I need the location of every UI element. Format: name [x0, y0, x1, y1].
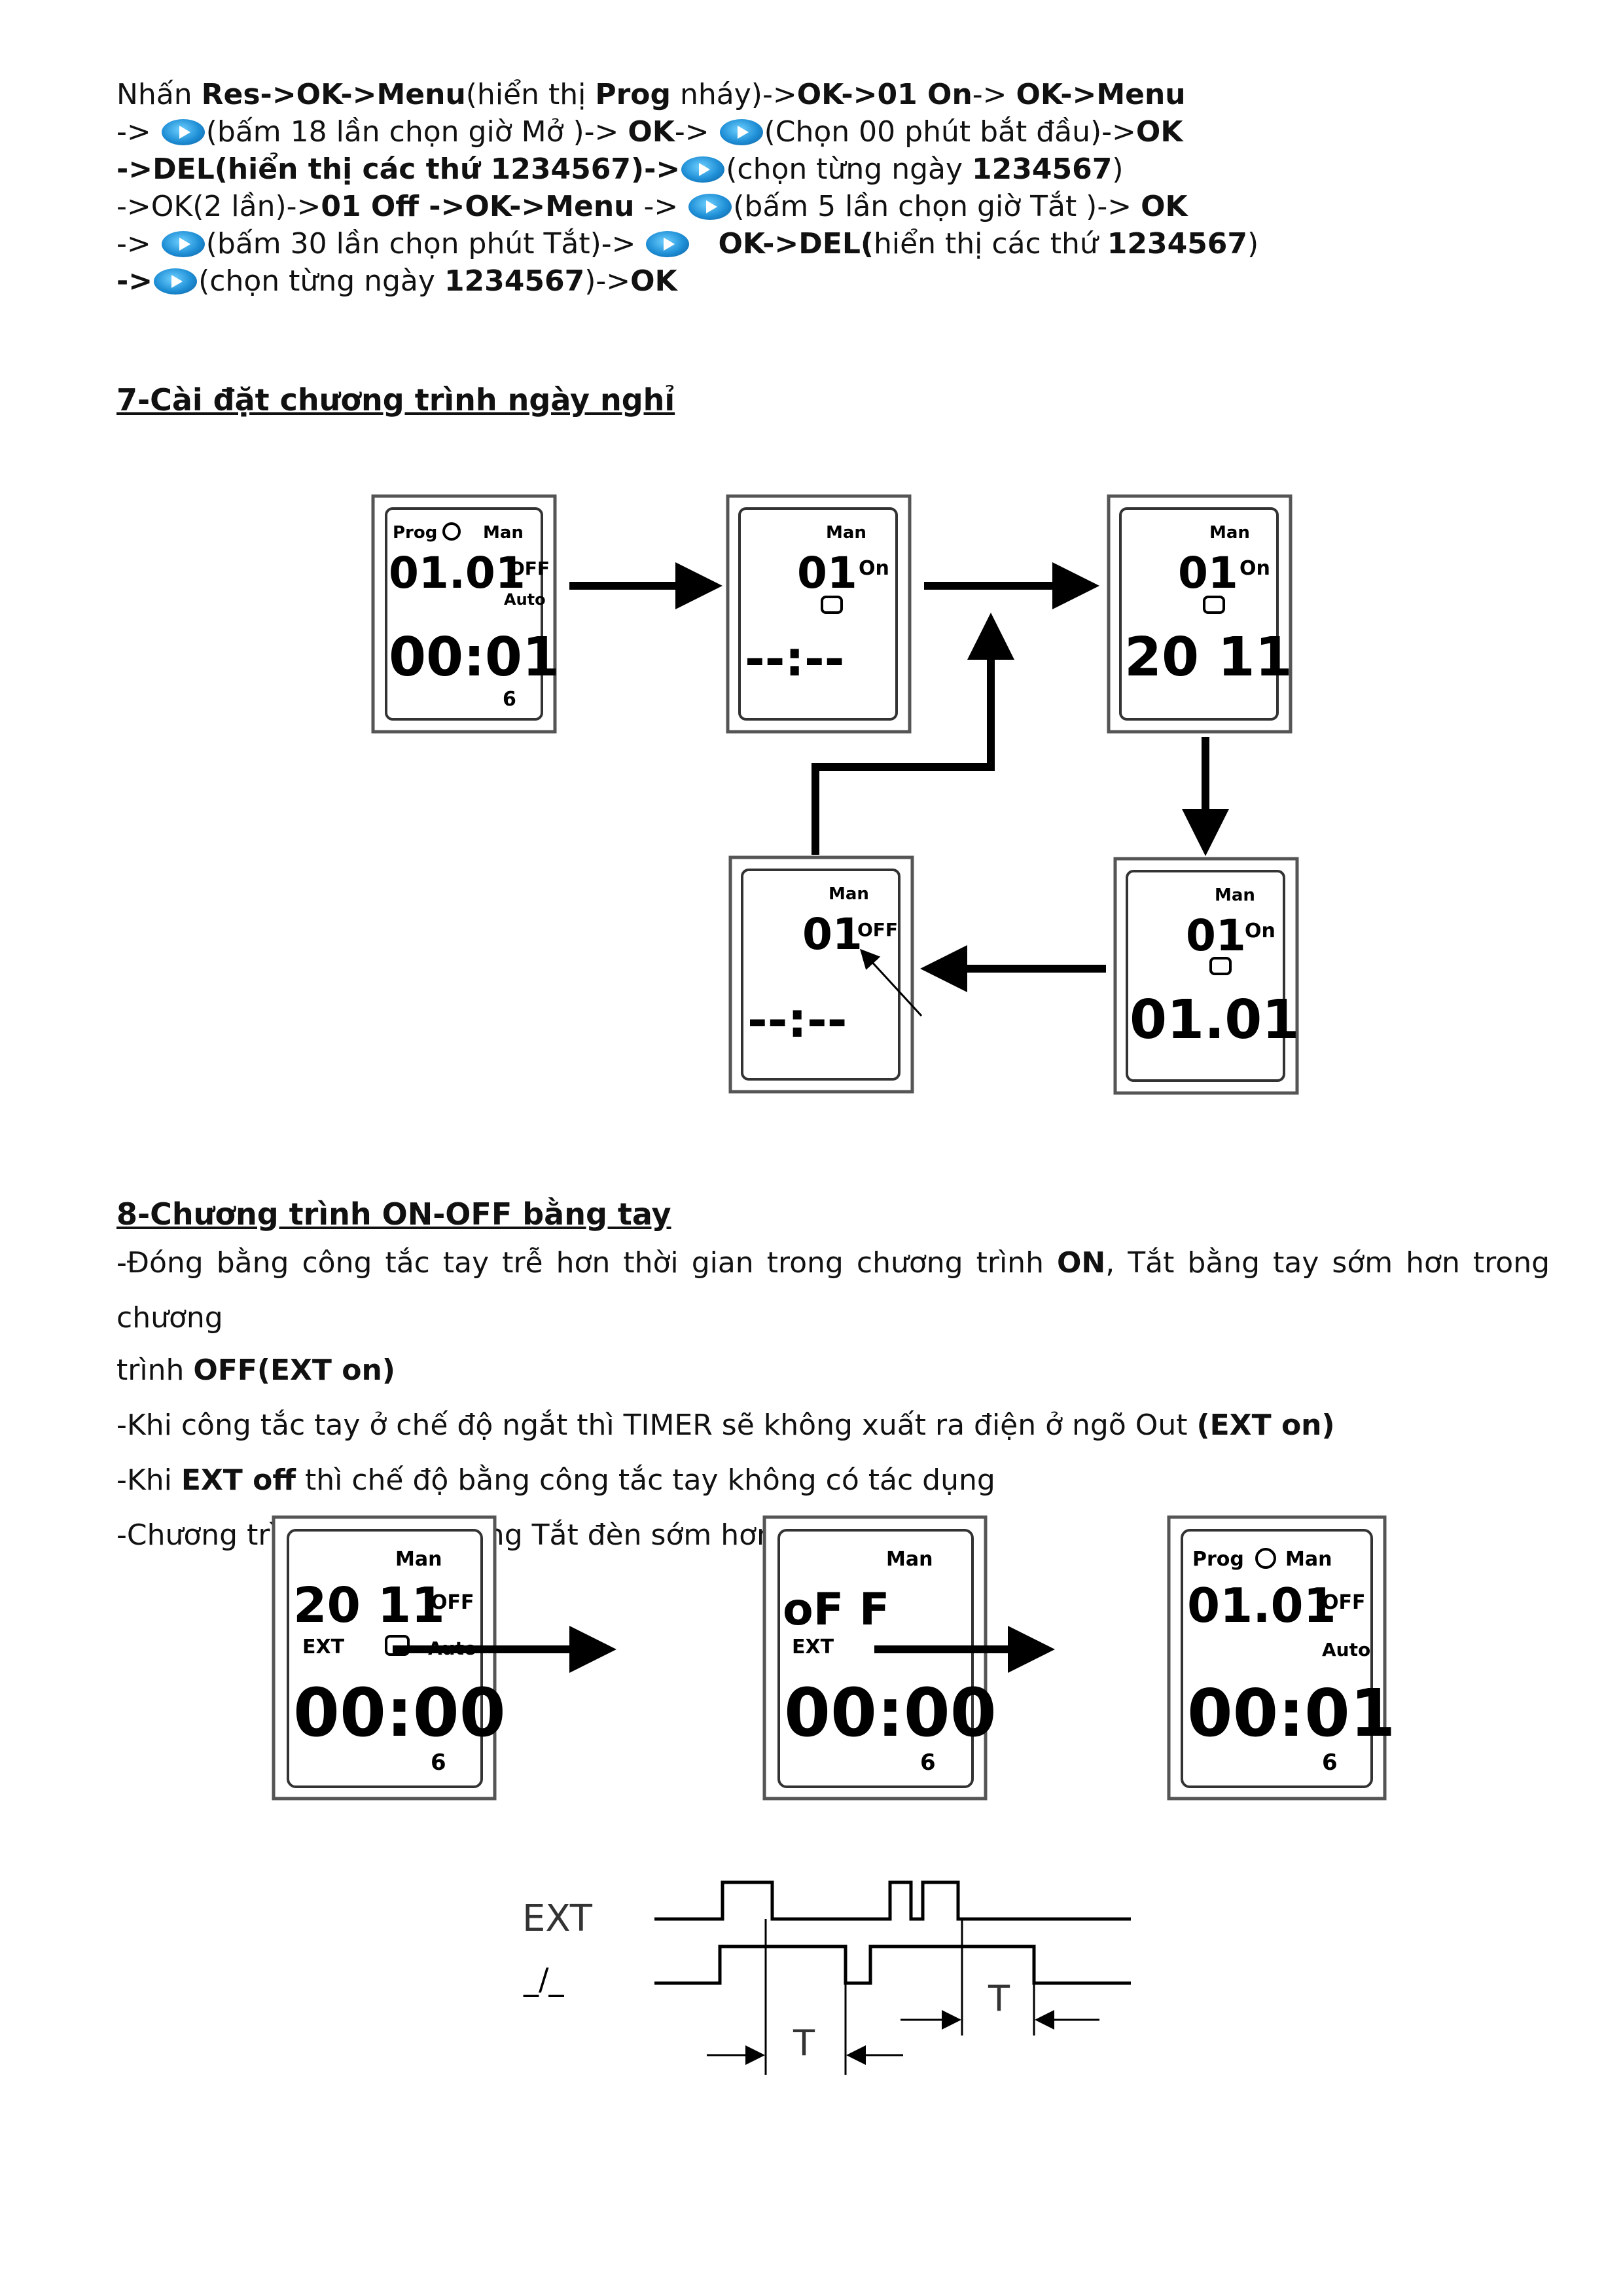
clock-icon: [442, 522, 461, 541]
clock-icon: [1255, 1548, 1276, 1569]
lcd-bottom-value: 01.01: [1130, 989, 1299, 1051]
lcd-bottom-value: 00:01: [389, 626, 560, 689]
man-label: Man: [1285, 1548, 1332, 1571]
paragraph-3: -Khi EXT off thì chế độ bằng công tắc ta…: [116, 1463, 995, 1497]
section-7-heading: 7-Cài đặt chương trình ngày nghỉ: [116, 382, 675, 418]
lcd-bottom-value: 00:00: [784, 1674, 997, 1752]
ext-display-1: Man 20 11 OFF EXT Auto 00:00 6: [272, 1515, 506, 1801]
lcd-bottom-value: 00:00: [293, 1674, 506, 1752]
weekday-digit: 6: [431, 1749, 446, 1776]
paragraph-1-line-1: -Đóng bằng công tắc tay trễ hơn thời gia…: [116, 1246, 1550, 1335]
day-marker-icon: [821, 596, 843, 614]
ext-display-2: Man oF F EXT 00:00 6: [762, 1515, 997, 1801]
off-label: OFF: [431, 1591, 474, 1614]
off-label: OFF: [509, 558, 550, 579]
lcd-display-2: Man 01 On --:--: [726, 494, 912, 734]
play-button-icon: [719, 119, 763, 145]
on-label: On: [1240, 557, 1270, 580]
switch-signal-line: [654, 1945, 1131, 1985]
lcd-top-value: 01: [797, 548, 857, 598]
play-button-icon: [161, 231, 205, 257]
instruction-line-1: Nhấn Res->OK->Menu(hiển thị Prog nháy)->…: [116, 78, 1186, 111]
lcd-top-value: 01: [1178, 548, 1238, 598]
lcd-bottom-value: 20 11: [1124, 626, 1293, 689]
auto-label: Auto: [504, 590, 546, 609]
instruction-line-2: -> (bấm 18 lần chọn giờ Mở )-> OK-> (Chọ…: [116, 115, 1183, 149]
man-label: Man: [886, 1548, 933, 1571]
lcd-top-value: 20 11: [293, 1577, 445, 1634]
lcd-top-value: 01: [1186, 910, 1246, 961]
man-label: Man: [1215, 886, 1255, 905]
lcd-bottom-value: --:--: [747, 992, 847, 1049]
man-label: Man: [395, 1548, 442, 1571]
paragraph-2: -Khi công tắc tay ở chế độ ngắt thì TIME…: [116, 1408, 1335, 1442]
lcd-display-4: Man 01 On 01.01: [1113, 857, 1299, 1095]
man-label: Man: [829, 884, 869, 904]
man-label: Man: [826, 523, 866, 543]
lcd-top-value: oF F: [783, 1584, 889, 1636]
ext-label: EXT: [302, 1636, 345, 1659]
ext-label: EXT: [792, 1636, 834, 1659]
instruction-line-3: ->DEL(hiển thị các thứ 1234567)->(chọn t…: [116, 152, 1124, 186]
ext-display-3: Prog Man 01.01 OFF Auto 00:01 6: [1167, 1515, 1395, 1801]
switch-signal-label: _/_: [523, 1962, 564, 1997]
lcd-bottom-value: --:--: [745, 631, 844, 687]
play-button-icon: [646, 231, 690, 257]
instruction-line-6: ->(chọn từng ngày 1234567)->OK: [116, 264, 677, 298]
man-label: Man: [1209, 523, 1250, 543]
lcd-top-value: 01.01: [1187, 1578, 1336, 1633]
play-button-icon: [681, 156, 725, 183]
ext-signal-line: [654, 1880, 1131, 1921]
instruction-line-5: -> (bấm 30 lần chọn phút Tắt)-> OK->DEL(…: [116, 227, 1259, 260]
play-button-icon: [161, 119, 205, 145]
day-marker-icon: [1203, 596, 1225, 614]
on-label: On: [1245, 920, 1275, 942]
section-8-heading: 8-Chương trình ON-OFF bằng tay: [116, 1196, 671, 1232]
on-label: On: [859, 557, 889, 580]
lcd-top-value: 01: [802, 909, 863, 960]
day-marker-icon: [1209, 957, 1232, 975]
weekday-digit: 6: [1322, 1749, 1338, 1776]
ext-signal-label: EXT: [522, 1897, 593, 1940]
lcd-display-1: Prog Man 01.01 OFF Auto 00:01 6: [371, 494, 560, 734]
lcd-top-value: 01.01: [389, 548, 526, 598]
auto-label: Auto: [1322, 1639, 1370, 1660]
prog-label: Prog: [393, 523, 437, 543]
timing-diagram: [654, 1880, 1131, 2075]
pointer-arrow: [859, 948, 923, 1017]
paragraph-1-line-2: trình OFF(EXT on): [116, 1354, 395, 1387]
t-label-1: T: [793, 2022, 815, 2064]
off-label: OFF: [857, 919, 898, 941]
instruction-line-4: ->OK(2 lần)->01 Off ->OK->Menu -> (bấm 5…: [116, 190, 1188, 223]
holiday-program-diagram: Prog Man 01.01 OFF Auto 00:01 6 Man 01 O…: [371, 494, 1299, 1095]
t-label-2: T: [988, 1978, 1010, 2019]
flow-arrow-5: [812, 613, 1014, 855]
off-label: OFF: [1322, 1591, 1366, 1614]
lcd-display-3: Man 01 On 20 11: [1107, 494, 1293, 734]
play-button-icon: [688, 194, 732, 220]
man-label: Man: [483, 523, 524, 543]
lcd-bottom-value: 00:01: [1187, 1675, 1395, 1751]
weekday-digit: 6: [503, 688, 516, 711]
manual-switch-diagram: Man 20 11 OFF EXT Auto 00:00 6 Man oF F …: [272, 1515, 1395, 2075]
weekday-digit: 6: [920, 1749, 936, 1776]
section-8-paragraphs: -Đóng bằng công tắc tay trễ hơn thời gia…: [116, 1236, 1550, 1563]
lcd-display-5: Man 01 OFF --:--: [728, 855, 923, 1094]
prog-label: Prog: [1192, 1548, 1244, 1571]
play-button-icon: [154, 268, 198, 295]
